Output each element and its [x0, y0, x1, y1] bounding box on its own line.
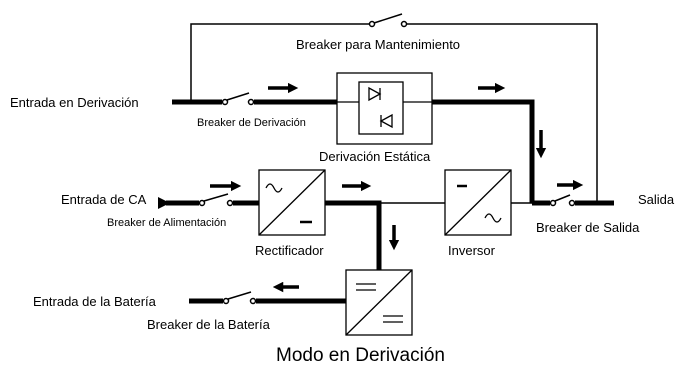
- maintenance-bypass-line: [190, 23, 598, 203]
- input-breaker-label: Breaker de Alimentación: [107, 217, 227, 229]
- flow-arrows: [210, 82, 584, 293]
- rectifier-label: Rectificador: [255, 243, 324, 258]
- bypass-path: [172, 99, 535, 203]
- inverter-label: Inversor: [448, 243, 495, 258]
- output-breaker-label: Breaker de Salida: [536, 220, 640, 235]
- output-breaker-switch: [549, 194, 576, 207]
- rectifier-block: [258, 169, 326, 236]
- diagram-title: Modo en Derivación: [276, 345, 445, 366]
- bypass-input-label: Entrada en Derivación: [10, 95, 139, 110]
- input-breaker-switch: [198, 193, 234, 207]
- battery-input-label: Entrada de la Batería: [33, 294, 156, 309]
- static-bypass-label: Derivación Estática: [319, 149, 431, 164]
- output-label: Salida: [638, 192, 675, 207]
- maintenance-breaker-label: Breaker para Mantenimiento: [296, 37, 461, 52]
- battery-breaker-label: Breaker de la Batería: [147, 317, 270, 332]
- static-bypass-switch: [336, 72, 433, 145]
- ac-input-label: Entrada de CA: [61, 192, 147, 207]
- bypass-breaker-switch: [221, 92, 255, 106]
- inverter-block: [444, 169, 512, 236]
- bypass-breaker-label: Breaker de Derivación: [197, 117, 306, 129]
- ac-input-arrow-icon: [158, 197, 170, 209]
- battery-breaker-switch: [222, 291, 257, 305]
- maintenance-breaker-switch: [368, 13, 408, 28]
- battery-converter-block: [345, 269, 413, 336]
